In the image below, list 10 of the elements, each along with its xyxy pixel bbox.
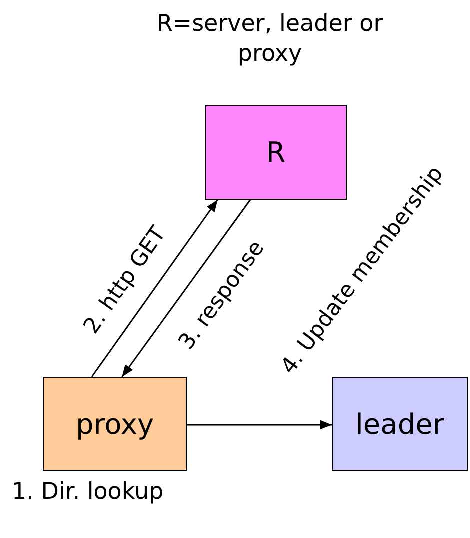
node-label: leader	[356, 408, 444, 440]
caption-note: R=server, leader or proxy	[156, 10, 384, 69]
arrow	[91, 200, 218, 378]
step-note: 1. Dir. lookup	[12, 478, 165, 507]
server-box	[205, 105, 347, 200]
arrow	[122, 200, 252, 378]
proxy-box	[43, 377, 187, 471]
arrow	[187, 420, 332, 430]
leader-box	[332, 377, 468, 471]
node-label: proxy	[76, 408, 154, 440]
